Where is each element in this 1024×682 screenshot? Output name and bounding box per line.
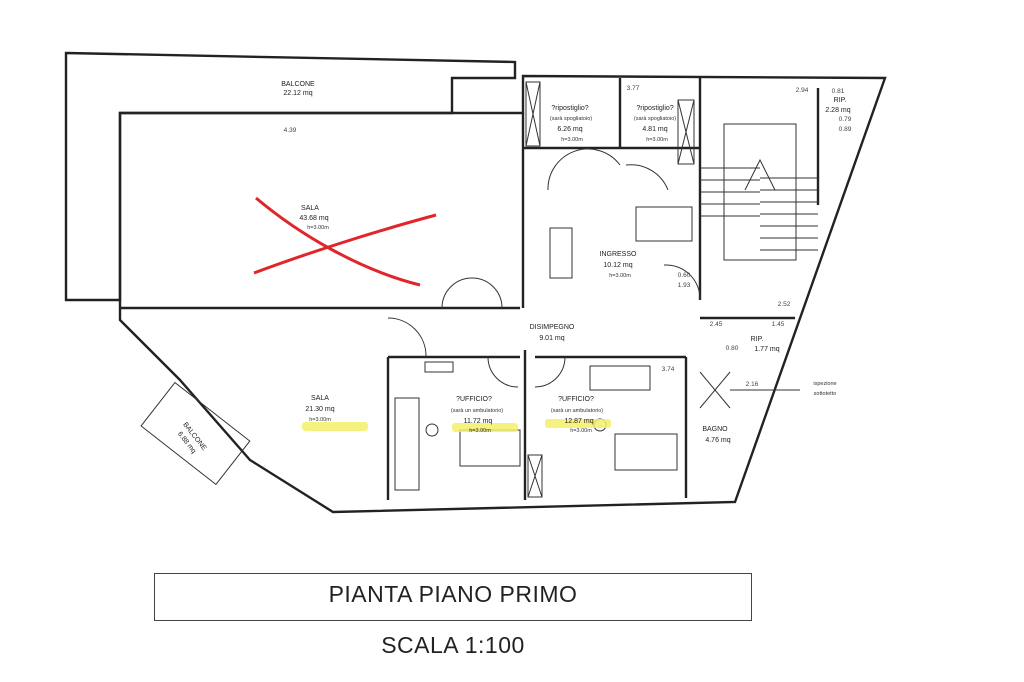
balcone-top-area: 22.12 mq	[283, 90, 312, 97]
bagno-area: 4.76 mq	[705, 437, 730, 444]
ufficio-2-height: h=3.00m	[570, 428, 592, 434]
dimension-label: 0.80	[726, 345, 739, 352]
sala-top-name: SALA	[301, 205, 319, 212]
rip-mid-name: RIP.	[751, 336, 764, 343]
dimension-label: 0.81	[832, 88, 845, 95]
ripostiglio-2-area: 4.81 mq	[642, 126, 667, 133]
plan-title: PIANTA PIANO PRIMO	[328, 581, 578, 607]
rip-top-name: RIP.	[834, 97, 847, 104]
dimension-label: 0.89	[839, 126, 852, 133]
ufficio-2-area: 12.87 mq	[564, 418, 593, 425]
ispezione-label: ispezione	[813, 381, 836, 387]
red-cross-mark	[253, 196, 437, 287]
ufficio-1-note: (sarà un ambulatorio)	[451, 408, 503, 414]
dimension-label: 1.45	[772, 321, 785, 328]
balcone-top-name: BALCONE	[281, 81, 315, 88]
ripostiglio-1-area: 6.26 mq	[557, 126, 582, 133]
ufficio-2-name: ?UFFICIO?	[558, 396, 594, 403]
dimension-label: 2.94	[796, 87, 809, 94]
ufficio-1-height: h=3.00m	[469, 428, 491, 434]
ripostiglio-2-height: h=3.00m	[646, 137, 668, 143]
dimension-label: 2.45	[710, 321, 723, 328]
dimension-label: 1.93	[678, 282, 691, 289]
building-outline	[118, 74, 887, 514]
ingresso-name: INGRESSO	[600, 251, 638, 258]
door-swings	[387, 148, 701, 388]
balcone-left	[140, 381, 251, 486]
dimension-label: 2.52	[778, 301, 791, 308]
ufficio-2-note: (sarà un ambulatorio)	[551, 408, 603, 414]
dimension-label: 4.39	[284, 127, 297, 134]
ingresso-height: h=3.00m	[609, 273, 631, 279]
ripostiglio-1-height: h=3.00m	[561, 137, 583, 143]
ufficio-1-area: 11.72 mq	[464, 418, 493, 425]
ripostiglio-1-name: ?ripostiglio?	[551, 105, 588, 112]
sala-bottom-height: h=3.00m	[309, 417, 331, 423]
plan-scale: SCALA 1:100	[381, 632, 525, 658]
rip-mid-area: 1.77 mq	[754, 346, 779, 353]
cupboards	[525, 81, 695, 498]
ingresso-area: 10.12 mq	[603, 262, 632, 269]
dimension-label: 0.60	[678, 272, 691, 279]
ripostiglio-2-note: (sarà spogliatoio)	[634, 116, 676, 122]
sala-top-area: 43.68 mq	[299, 215, 328, 222]
dimension-label: 3.77	[627, 85, 640, 92]
bagno-name: BAGNO	[702, 426, 728, 433]
dimension-label: 2.16	[746, 381, 759, 388]
ufficio-1-name: ?UFFICIO?	[456, 396, 492, 403]
disimpegno-name: DISIMPEGNO	[530, 324, 575, 331]
ripostiglio-2-name: ?ripostiglio?	[636, 105, 673, 112]
dimension-label: 3.74	[662, 366, 675, 373]
ripostiglio-1-note: (sarà spogliatoio)	[550, 116, 592, 122]
sala-top-height: h=3.00m	[307, 225, 329, 231]
staircase	[700, 123, 818, 261]
highlights	[302, 419, 611, 432]
furniture	[394, 206, 731, 491]
dimension-label: 0.79	[839, 116, 852, 123]
disimpegno-area: 9.01 mq	[539, 335, 564, 342]
title-frame	[154, 573, 752, 621]
sottotetto-label: sottotetto	[814, 391, 837, 397]
sala-bottom-name: SALA	[311, 395, 329, 402]
rip-top-area: 2.28 mq	[825, 107, 850, 114]
sala-bottom-area: 21.30 mq	[305, 406, 334, 413]
